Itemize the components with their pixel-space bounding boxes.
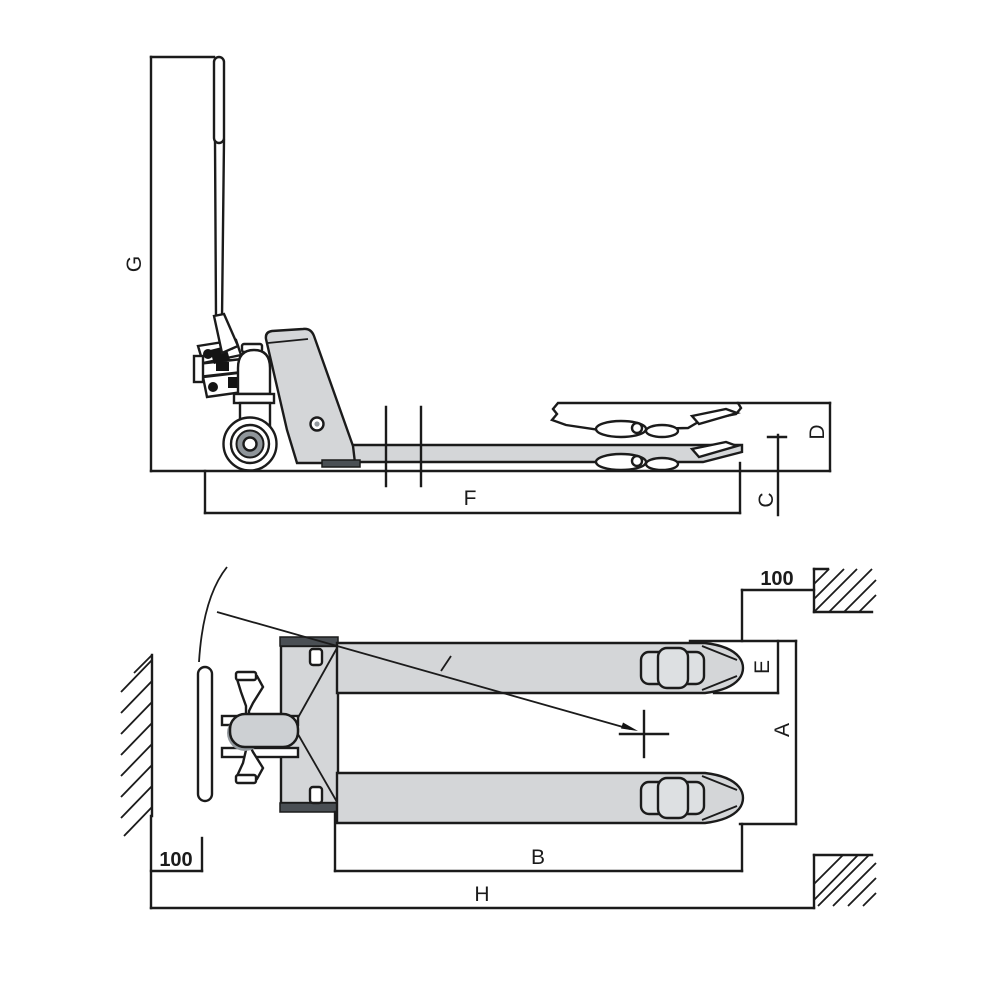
axle (228, 712, 300, 749)
dim-100-left: 100 (149, 814, 204, 910)
turning-radius-line (216, 611, 631, 730)
wall-left (120, 653, 154, 837)
steer-wheel (222, 416, 278, 472)
handle-lever (212, 312, 240, 355)
dim-label-h: H (474, 883, 489, 906)
dim-label-f: F (464, 487, 477, 510)
fork-top-lower (335, 771, 745, 825)
center-mark (618, 709, 670, 759)
fork-section-ticks (384, 405, 423, 488)
dim-label-b: B (531, 846, 545, 869)
dim-d: D (806, 401, 832, 473)
radius-tick (440, 655, 452, 672)
dim-f: F (203, 461, 742, 515)
turning-radius (198, 566, 670, 759)
side-view: G F D C (123, 55, 832, 517)
dim-b: B (333, 810, 744, 873)
wall-right-upper-hatch (813, 568, 877, 613)
wall-right-lower-hatch (813, 854, 877, 907)
dim-a: A (738, 639, 798, 826)
dim-label-100-left: 100 (159, 849, 192, 871)
wall-right-upper (812, 567, 877, 614)
top-view: 100 E A (120, 566, 877, 910)
handle-rod (213, 138, 226, 320)
dim-label-100-right: 100 (760, 568, 793, 590)
roller-cassette-lower (639, 776, 706, 820)
fork-top-upper (335, 641, 745, 695)
dim-label-c: C (755, 492, 778, 507)
handle-grip (212, 55, 226, 145)
dim-h: H (149, 883, 816, 910)
radius-arrowhead (621, 722, 638, 731)
wall-right-lower (812, 853, 877, 910)
dim-label-d: D (806, 424, 829, 439)
dim-label-g: G (123, 256, 146, 272)
steer-assembly-top (220, 670, 300, 785)
swing-arc (198, 566, 228, 663)
chassis-base (321, 459, 361, 468)
dim-e: E (688, 639, 798, 695)
roller-cassette-upper (639, 646, 706, 690)
fork-lowered (308, 440, 744, 472)
handle (212, 55, 240, 355)
dim-g: G (123, 55, 216, 473)
chassis (264, 327, 361, 468)
dim-c: C (755, 433, 788, 517)
dim-label-a: A (771, 723, 794, 737)
dim-100-right: 100 (740, 568, 816, 643)
fork-raised (549, 401, 832, 439)
wall-left-hatch (120, 654, 153, 837)
dim-label-e: E (751, 660, 774, 674)
handle-top (196, 665, 214, 803)
